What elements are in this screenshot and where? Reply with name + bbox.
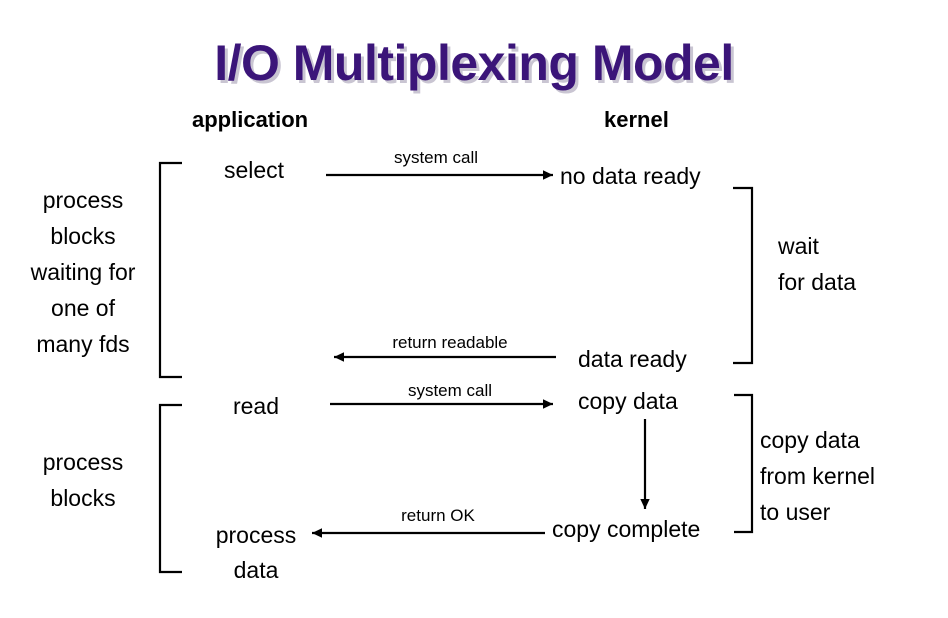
annotation-line: blocks	[50, 485, 116, 511]
annotation-line: to user	[760, 499, 831, 525]
bracket-right-lower	[734, 393, 754, 534]
bracket-left-lower	[158, 403, 182, 574]
arrow-label-return-readable: return readable	[392, 333, 508, 352]
annotation-line: one of	[51, 295, 115, 321]
annotation-wait-for-data: wait for data	[778, 228, 856, 300]
node-no-data-ready: no data ready	[560, 163, 701, 189]
annotation-line: from kernel	[760, 463, 876, 489]
annotation-line: process	[42, 449, 124, 475]
arrow-label-system-call-read: system call	[407, 381, 493, 400]
annotation-line: copy data	[760, 427, 860, 453]
annotation-line: waiting for	[30, 259, 136, 285]
bracket-left-upper	[158, 161, 182, 379]
annotation-line: wait	[778, 233, 819, 259]
annotation-line: many fds	[36, 331, 130, 357]
node-data-ready: data ready	[578, 346, 687, 372]
arrow-label-return-ok: return OK	[401, 506, 475, 525]
column-header-kernel: kernel	[604, 107, 669, 132]
annotation-line: blocks	[50, 223, 116, 249]
node-data: data	[233, 557, 279, 583]
annotation-process-blocks-waiting: process blocks waiting for one of many f…	[31, 182, 136, 362]
annotation-line: process	[42, 187, 124, 213]
node-copy-complete: copy complete	[552, 516, 701, 542]
annotation-copy-data-from-kernel: copy data from kernel to user	[760, 422, 875, 530]
column-header-application: application	[192, 107, 309, 132]
annotation-process-blocks: process blocks	[43, 444, 124, 516]
node-process: process	[215, 522, 297, 548]
page-title: I/O Multiplexing Model	[214, 35, 734, 91]
node-select: select	[223, 157, 285, 183]
annotation-line: for data	[778, 269, 856, 295]
node-copy-data: copy data	[578, 388, 678, 414]
arrow-label-system-call-select: system call	[393, 148, 479, 167]
node-read: read	[232, 393, 280, 419]
bracket-right-upper	[733, 186, 754, 365]
